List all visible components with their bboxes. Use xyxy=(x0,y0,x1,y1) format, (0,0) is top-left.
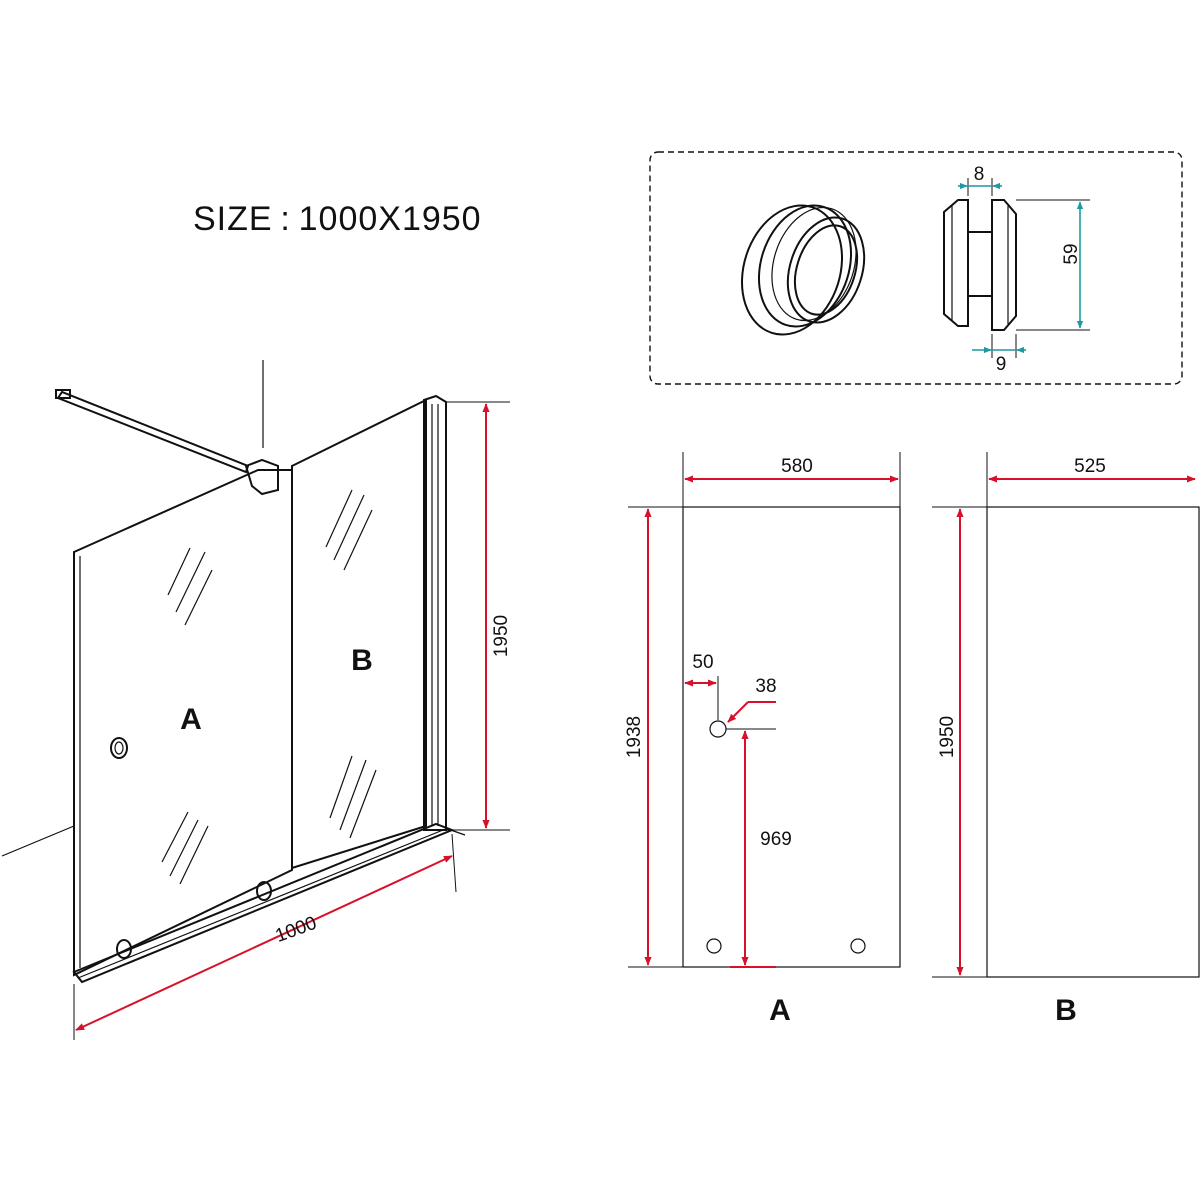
door-knob-icon xyxy=(110,737,128,759)
iso-label-a: A xyxy=(180,703,202,736)
detail-frame xyxy=(649,151,1183,385)
panel-b-glass xyxy=(291,398,427,870)
panel-b-label: B xyxy=(1055,994,1077,1027)
glass-reflections xyxy=(161,489,377,885)
knob-side-profile-icon xyxy=(943,199,1017,331)
knob-dim-height: 59 xyxy=(1061,243,1082,264)
iso-label-b: B xyxy=(351,644,373,677)
panel-a-width-dim: 580 xyxy=(781,456,813,477)
panel-b-elevation: 525 1950 B xyxy=(932,452,1200,1027)
iso-width-dim: 1000 xyxy=(273,913,320,947)
panel-a-hole-offset: 50 xyxy=(692,652,713,673)
roller-hole-right-icon xyxy=(850,938,866,954)
knob-detail: 8 9 59 xyxy=(649,151,1183,385)
panel-a-height-dim: 1938 xyxy=(624,716,645,758)
arm-clamp xyxy=(244,458,279,496)
iso-width-dim-line xyxy=(75,855,453,1031)
panel-a-elevation: 580 1938 50 38 969 A xyxy=(624,452,901,1027)
knob-dim-bottom: 9 xyxy=(996,354,1007,375)
panel-b-outline xyxy=(986,506,1200,978)
wall-profile xyxy=(423,394,447,831)
iso-height-dim: 1950 xyxy=(491,615,512,657)
panel-a-hole-diameter: 38 xyxy=(755,676,776,697)
panel-b-width-dim: 525 xyxy=(1074,456,1106,477)
roller-icon xyxy=(116,881,272,959)
wall-bracket xyxy=(55,389,71,399)
panel-a-hole-height: 969 xyxy=(760,829,792,850)
panel-a-outline xyxy=(682,506,901,968)
size-title: SIZE : 1000X1950 xyxy=(193,200,482,238)
support-arm xyxy=(56,390,250,474)
panel-a-label: A xyxy=(769,994,791,1027)
roller-hole-left-icon xyxy=(706,938,722,954)
knob-dim-top: 8 xyxy=(974,164,985,185)
knob-perspective-icon xyxy=(741,204,866,336)
knob-hole-icon xyxy=(709,720,727,738)
floor-line xyxy=(1,825,75,857)
isometric-view: A B 1950 1000 xyxy=(1,360,512,1040)
panel-b-height-dim: 1950 xyxy=(937,716,958,758)
